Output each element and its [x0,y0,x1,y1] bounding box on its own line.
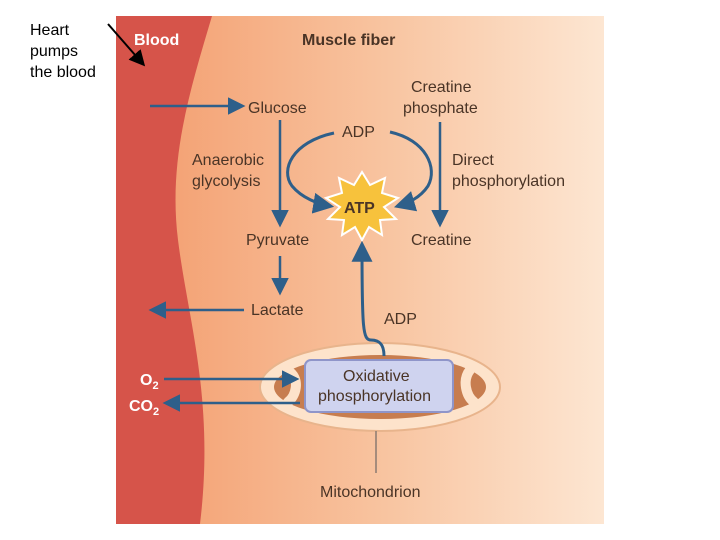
anaerobic-glycolysis-line-2: glycolysis [192,173,260,190]
blood-label: Blood [134,32,179,49]
note-line-3: the blood [30,64,96,81]
creatine-phosphate-line-1: Creatine [411,79,472,96]
note-line-1: Heart [30,22,70,39]
adp-top-label: ADP [342,124,375,141]
muscle-fiber-label: Muscle fiber [302,32,395,49]
oxidative-phosphorylation-line-2: phosphorylation [318,388,431,405]
oxphos-to-atp-arrow [351,240,386,357]
anaerobic-glycolysis-line-1: Anaerobic [192,152,264,169]
glucose-label: Glucose [248,100,307,117]
direct-phosphorylation-line-2: phosphorylation [452,173,565,190]
adp-atp-right-arc [389,130,433,212]
heart-pumps-note: Heart pumps the blood [30,20,110,83]
note-line-2: pumps [30,43,79,60]
mitochondrion-label: Mitochondrion [320,484,421,501]
pyruvate-label: Pyruvate [246,232,309,249]
direct-phosphorylation-line-1: Direct [452,152,494,169]
note-pointer-arrow [107,23,146,67]
co2-subscript: 2 [153,406,159,418]
atp-label: ATP [344,200,375,217]
adp-atp-left-arc [286,131,335,214]
creatine-label: Creatine [411,232,472,249]
co2-symbol: CO [129,398,153,415]
creatine-phosphate-line-2: phosphate [403,100,478,117]
oxidative-phosphorylation-line-1: Oxidative [343,368,410,385]
o2-subscript: 2 [152,380,158,392]
oxidative-phosphorylation-box [304,359,454,413]
co2-label: CO2 [129,398,159,418]
atp-burst [323,170,401,243]
blood-region [116,16,212,524]
lactate-label: Lactate [251,302,304,319]
o2-label: O2 [140,372,159,392]
o2-symbol: O [140,372,152,389]
adp-bottom-label: ADP [384,311,417,328]
